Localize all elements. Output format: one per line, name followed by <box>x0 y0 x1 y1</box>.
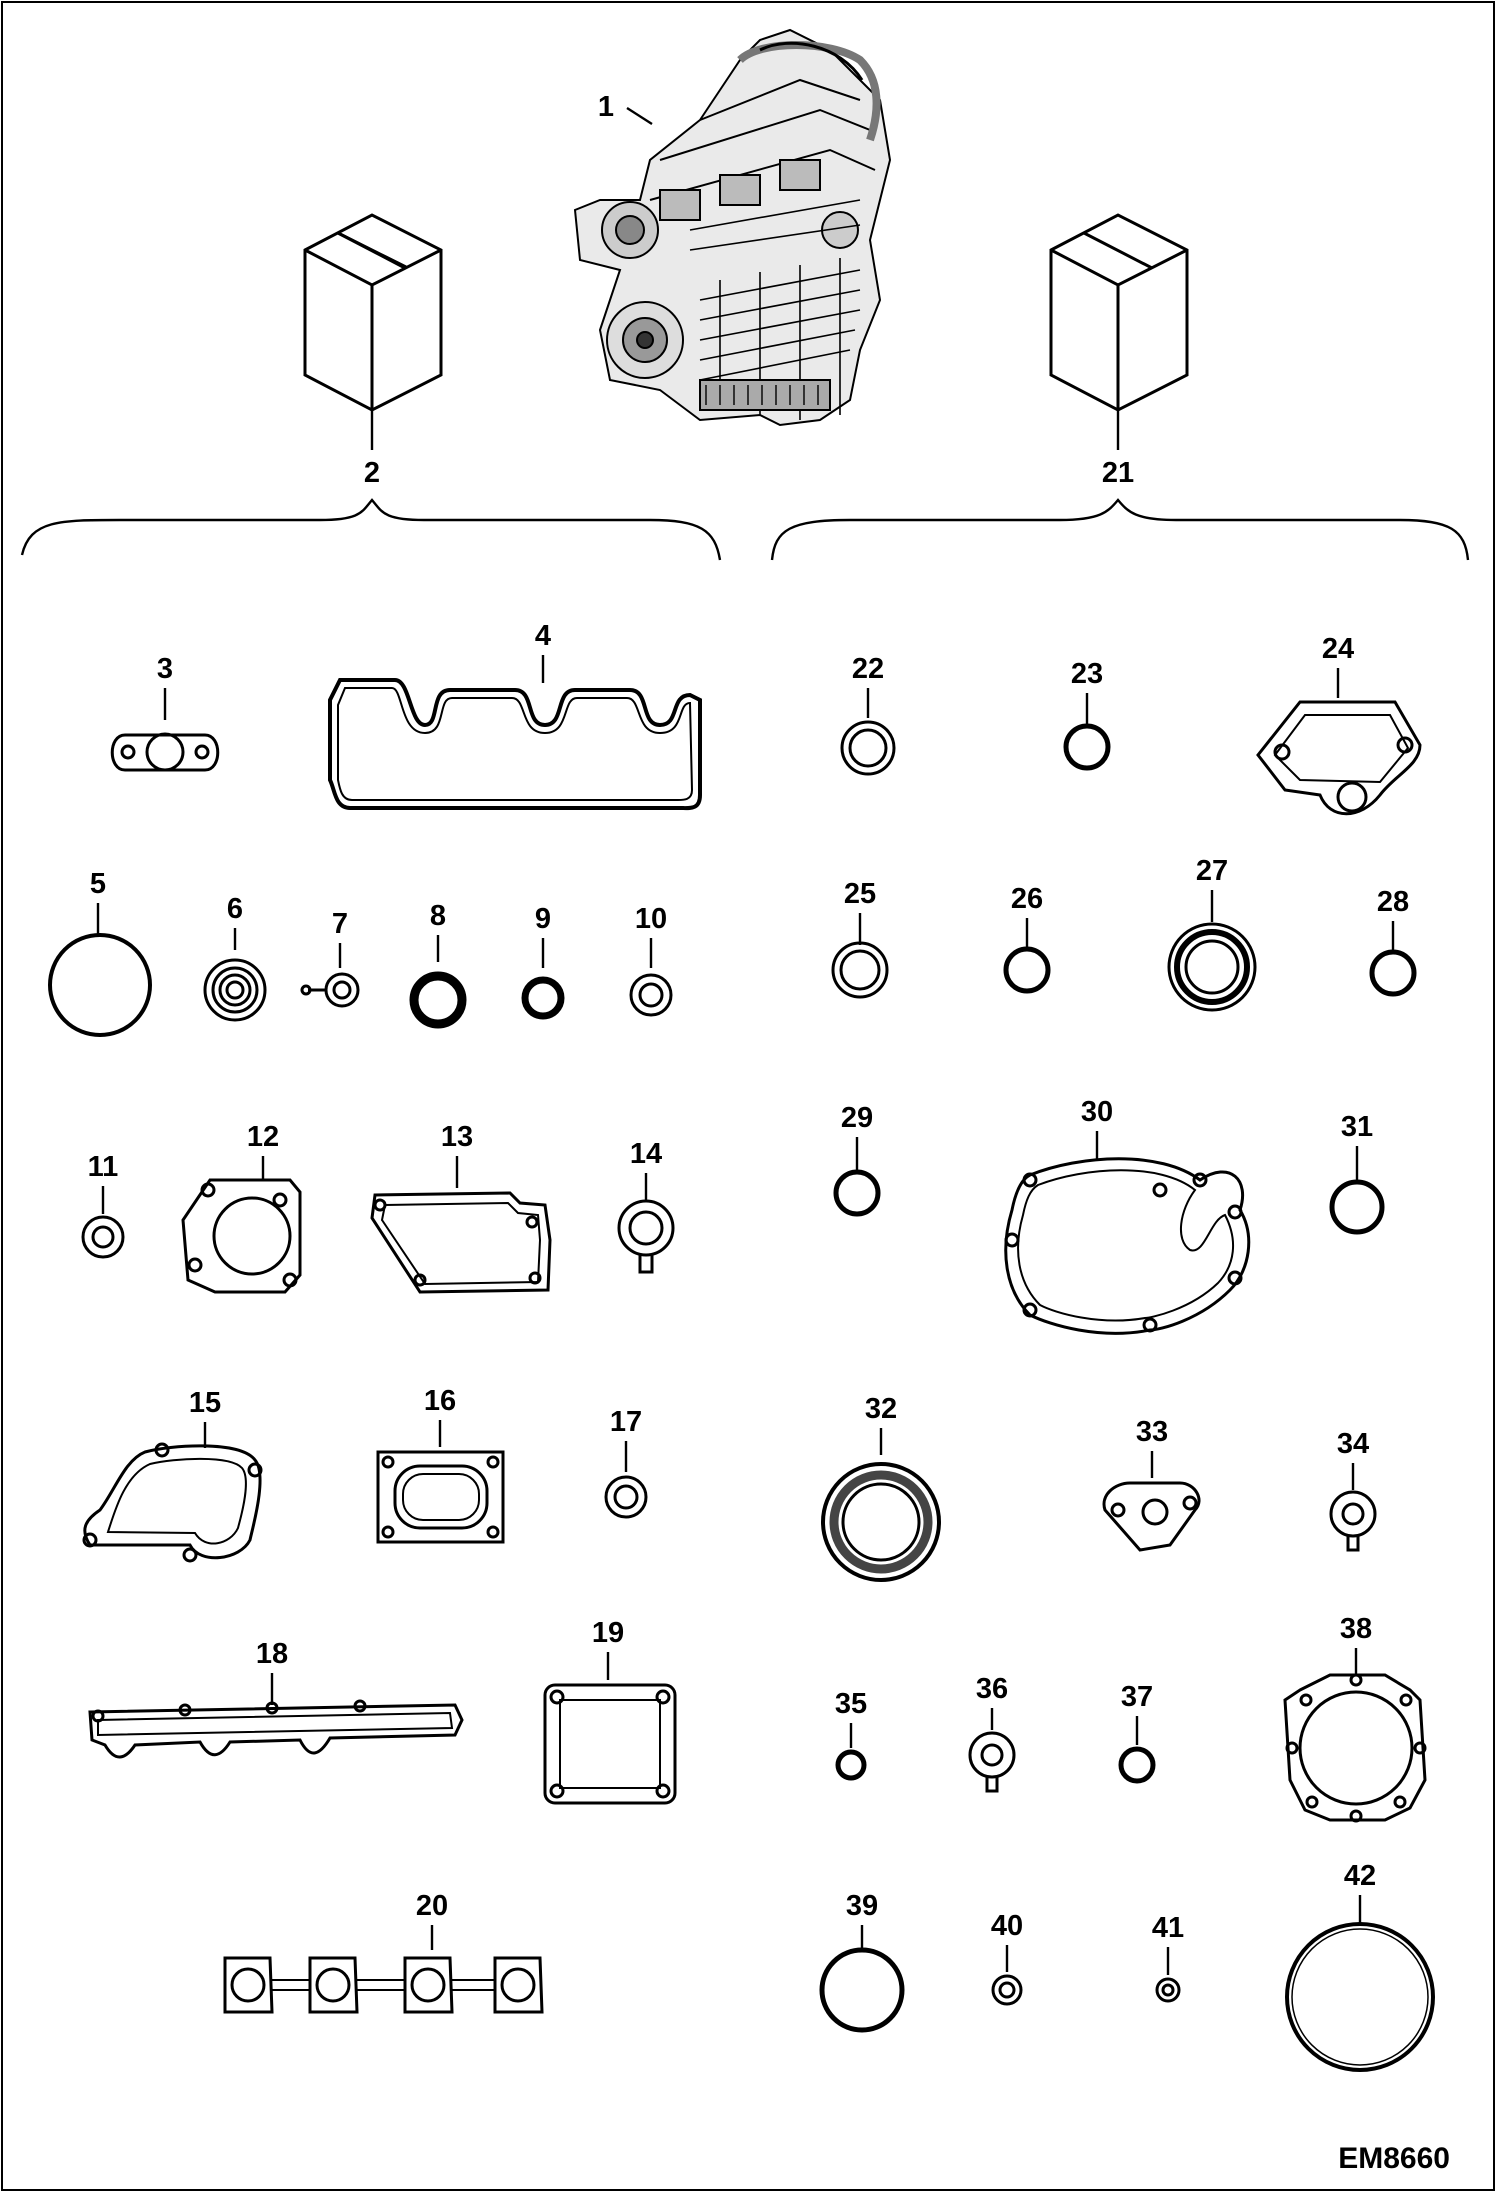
callout-11: 11 <box>88 1151 119 1183</box>
kit-box-icon <box>303 213 443 412</box>
o-ring-icon <box>833 1169 881 1217</box>
gasket-icon <box>1004 1157 1251 1335</box>
gasket-icon <box>110 732 220 772</box>
callout-32: 32 <box>865 1393 897 1425</box>
gasket-icon <box>1102 1481 1201 1552</box>
oil-seal-icon <box>203 958 267 1022</box>
engine-assembly-icon <box>573 28 892 427</box>
bracket-kit-21 <box>770 498 1470 561</box>
callout-31: 31 <box>1341 1111 1373 1143</box>
gasket-icon <box>82 1442 263 1563</box>
o-ring-icon <box>629 973 673 1017</box>
o-ring-icon <box>1329 1179 1385 1235</box>
callout-22: 22 <box>852 653 884 685</box>
callout-4: 4 <box>535 620 551 652</box>
callout-28: 28 <box>1377 886 1409 918</box>
callout-10: 10 <box>635 903 667 935</box>
callout-23: 23 <box>1071 658 1103 690</box>
kit-box-icon <box>1049 213 1189 412</box>
callout-34: 34 <box>1337 1428 1369 1460</box>
o-ring-icon <box>819 1947 905 2033</box>
bracket-kit-2 <box>20 498 722 561</box>
callout-21: 21 <box>1102 457 1134 489</box>
o-ring-icon <box>48 933 152 1037</box>
o-ring-icon <box>1118 1746 1156 1784</box>
oil-seal-icon <box>604 1475 648 1519</box>
callout-17: 17 <box>610 1406 642 1438</box>
oil-seal-icon <box>968 1731 1016 1793</box>
callout-12: 12 <box>247 1121 279 1153</box>
gasket-icon <box>223 1956 544 2014</box>
callout-25: 25 <box>844 878 876 910</box>
callout-9: 9 <box>535 903 551 935</box>
oil-seal-icon <box>81 1215 125 1259</box>
callout-2: 2 <box>364 457 380 489</box>
figure-reference: EM8660 <box>1338 2142 1450 2175</box>
o-ring-icon <box>521 976 565 1020</box>
callout-18: 18 <box>256 1638 288 1670</box>
oil-seal-icon <box>821 1462 941 1582</box>
o-ring-icon <box>1063 723 1111 771</box>
gasket-icon <box>88 1699 464 1759</box>
callout-33: 33 <box>1136 1416 1168 1448</box>
callout-38: 38 <box>1340 1613 1372 1645</box>
callout-16: 16 <box>424 1385 456 1417</box>
gasket-icon <box>1283 1673 1427 1823</box>
gasket-icon <box>328 678 702 811</box>
callout-14: 14 <box>630 1138 662 1170</box>
o-ring-icon <box>300 972 360 1008</box>
o-ring-icon <box>1003 946 1051 994</box>
oil-seal-icon <box>1167 922 1257 1012</box>
callout-24: 24 <box>1322 633 1354 665</box>
o-ring-icon <box>991 1974 1023 2006</box>
callout-13: 13 <box>441 1121 473 1153</box>
callout-26: 26 <box>1011 883 1043 915</box>
callout-36: 36 <box>976 1673 1008 1705</box>
o-ring-icon <box>840 720 896 776</box>
callout-20: 20 <box>416 1890 448 1922</box>
callout-3: 3 <box>157 653 173 685</box>
callout-35: 35 <box>835 1688 867 1720</box>
callout-37: 37 <box>1121 1681 1153 1713</box>
o-ring-icon <box>835 1749 867 1781</box>
callout-29: 29 <box>841 1102 873 1134</box>
callout-40: 40 <box>991 1910 1023 1942</box>
callout-41: 41 <box>1152 1912 1184 1944</box>
callout-5: 5 <box>90 868 106 900</box>
o-ring-icon <box>1369 949 1417 997</box>
o-ring-icon <box>831 941 889 999</box>
gasket-icon <box>1256 700 1422 816</box>
o-ring-icon <box>1155 1977 1181 2003</box>
callout-27: 27 <box>1196 855 1228 887</box>
callout-42: 42 <box>1344 1860 1376 1892</box>
callout-1: 1 <box>598 91 614 123</box>
callout-30: 30 <box>1081 1096 1113 1128</box>
callout-6: 6 <box>227 893 243 925</box>
oil-seal-icon <box>1329 1490 1377 1552</box>
gasket-icon <box>376 1450 505 1544</box>
o-ring-icon <box>1285 1922 1435 2072</box>
callout-39: 39 <box>846 1890 878 1922</box>
gasket-icon <box>370 1191 552 1294</box>
gasket-icon <box>543 1683 677 1805</box>
gasket-icon <box>181 1178 302 1294</box>
callout-15: 15 <box>189 1387 221 1419</box>
callout-8: 8 <box>430 900 446 932</box>
callout-19: 19 <box>592 1617 624 1649</box>
callout-7: 7 <box>332 908 348 940</box>
o-ring-icon <box>617 1199 675 1274</box>
oil-seal-icon <box>409 971 467 1029</box>
